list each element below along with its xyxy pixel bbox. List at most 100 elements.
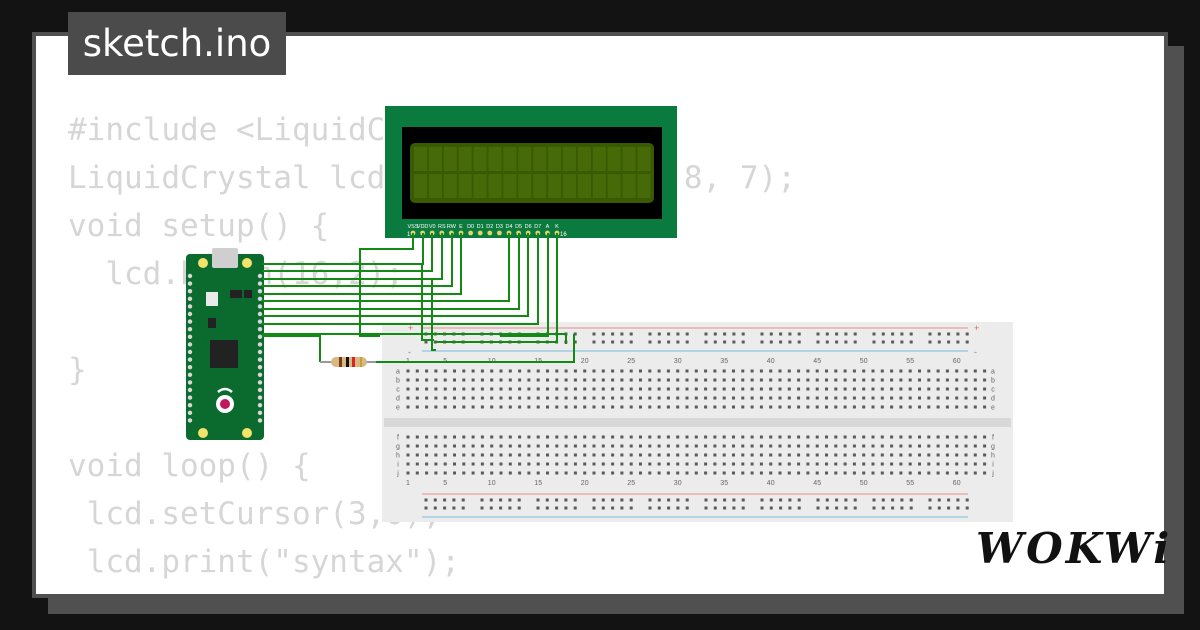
breadboard-hole[interactable]	[601, 378, 605, 382]
breadboard-hole[interactable]	[406, 453, 410, 457]
breadboard-hole[interactable]	[825, 471, 828, 475]
breadboard-hole[interactable]	[973, 462, 977, 466]
rail-hole[interactable]	[797, 506, 801, 510]
breadboard-hole[interactable]	[676, 369, 680, 373]
breadboard-hole[interactable]	[862, 471, 866, 475]
breadboard-hole[interactable]	[713, 462, 717, 466]
rail-hole[interactable]	[461, 498, 465, 502]
breadboard-hole[interactable]	[797, 453, 801, 457]
breadboard-hole[interactable]	[815, 444, 819, 448]
breadboard-hole[interactable]	[843, 453, 847, 457]
breadboard-hole[interactable]	[629, 387, 633, 391]
breadboard-hole[interactable]	[573, 435, 577, 439]
breadboard-hole[interactable]	[685, 444, 689, 448]
breadboard-hole[interactable]	[778, 405, 782, 409]
breadboard-hole[interactable]	[508, 462, 512, 466]
rail-hole[interactable]	[648, 340, 652, 344]
breadboard-hole[interactable]	[434, 471, 438, 475]
breadboard-hole[interactable]	[406, 435, 410, 439]
breadboard-hole[interactable]	[434, 435, 438, 439]
rail-hole[interactable]	[816, 332, 820, 336]
breadboard-hole[interactable]	[964, 453, 968, 457]
rail-hole[interactable]	[629, 332, 633, 336]
rail-hole[interactable]	[769, 332, 773, 336]
rail-hole[interactable]	[835, 332, 839, 336]
breadboard-hole[interactable]	[471, 405, 475, 409]
breadboard-hole[interactable]	[648, 453, 652, 457]
breadboard-hole[interactable]	[759, 453, 763, 457]
breadboard-hole[interactable]	[945, 444, 949, 448]
breadboard-hole[interactable]	[518, 435, 522, 439]
rail-hole[interactable]	[760, 332, 764, 336]
breadboard-hole[interactable]	[713, 444, 717, 448]
breadboard-hole[interactable]	[629, 444, 633, 448]
rail-hole[interactable]	[779, 506, 783, 510]
breadboard-hole[interactable]	[471, 462, 475, 466]
breadboard-hole[interactable]	[815, 387, 819, 391]
breadboard-hole[interactable]	[406, 471, 410, 475]
breadboard-hole[interactable]	[908, 444, 912, 448]
breadboard-hole[interactable]	[536, 378, 540, 382]
rail-hole[interactable]	[452, 498, 456, 502]
breadboard-hole[interactable]	[797, 444, 801, 448]
rail-hole[interactable]	[853, 332, 857, 336]
pico-pin-left[interactable]	[187, 349, 193, 355]
rail-hole[interactable]	[573, 332, 577, 336]
breadboard-hole[interactable]	[462, 462, 466, 466]
breadboard-hole[interactable]	[759, 378, 763, 382]
pico-pin-left[interactable]	[187, 327, 193, 332]
breadboard-hole[interactable]	[862, 435, 866, 439]
breadboard-hole[interactable]	[564, 453, 568, 457]
breadboard-hole[interactable]	[852, 471, 856, 475]
wire[interactable]	[431, 280, 436, 351]
rail-hole[interactable]	[713, 498, 717, 502]
breadboard-hole[interactable]	[871, 378, 875, 382]
breadboard-hole[interactable]	[964, 405, 968, 409]
rail-hole[interactable]	[947, 340, 951, 344]
breadboard-hole[interactable]	[862, 462, 866, 466]
breadboard-hole[interactable]	[704, 405, 708, 409]
breadboard-hole[interactable]	[676, 453, 680, 457]
breadboard-hole[interactable]	[722, 378, 726, 382]
breadboard-hole[interactable]	[499, 453, 503, 457]
rail-hole[interactable]	[489, 498, 493, 502]
breadboard-hole[interactable]	[704, 453, 708, 457]
breadboard-hole[interactable]	[555, 435, 559, 439]
breadboard-hole[interactable]	[629, 405, 633, 409]
rail-hole[interactable]	[788, 340, 792, 344]
breadboard-hole[interactable]	[908, 369, 912, 373]
breadboard-hole[interactable]	[611, 396, 615, 400]
breadboard-hole[interactable]	[462, 405, 466, 409]
breadboard-hole[interactable]	[471, 396, 475, 400]
breadboard-hole[interactable]	[945, 396, 949, 400]
rail-hole[interactable]	[592, 498, 596, 502]
pico-pin-left[interactable]	[187, 410, 193, 415]
breadboard-hole[interactable]	[918, 471, 921, 475]
breadboard-hole[interactable]	[834, 378, 838, 382]
breadboard-hole[interactable]	[704, 471, 708, 475]
breadboard-hole[interactable]	[620, 396, 624, 400]
rail-hole[interactable]	[779, 340, 783, 344]
breadboard-hole[interactable]	[936, 471, 940, 475]
breadboard-hole[interactable]	[871, 405, 875, 409]
breadboard-hole[interactable]	[862, 369, 866, 373]
breadboard-hole[interactable]	[601, 405, 605, 409]
breadboard-hole[interactable]	[499, 444, 503, 448]
breadboard-hole[interactable]	[434, 378, 438, 382]
breadboard-hole[interactable]	[490, 453, 494, 457]
rail-hole[interactable]	[844, 332, 848, 336]
breadboard-hole[interactable]	[825, 462, 828, 466]
breadboard-hole[interactable]	[750, 435, 754, 439]
pico-pin-right[interactable]	[257, 357, 263, 362]
breadboard-hole[interactable]	[620, 435, 624, 439]
rail-hole[interactable]	[601, 506, 605, 510]
breadboard-hole[interactable]	[955, 435, 959, 439]
breadboard-hole[interactable]	[945, 462, 949, 466]
breadboard-hole[interactable]	[536, 387, 540, 391]
breadboard-hole[interactable]	[927, 396, 931, 400]
rail-hole[interactable]	[769, 340, 773, 344]
breadboard-hole[interactable]	[657, 453, 661, 457]
breadboard-hole[interactable]	[443, 444, 447, 448]
breadboard-hole[interactable]	[629, 453, 633, 457]
breadboard-hole[interactable]	[862, 378, 866, 382]
